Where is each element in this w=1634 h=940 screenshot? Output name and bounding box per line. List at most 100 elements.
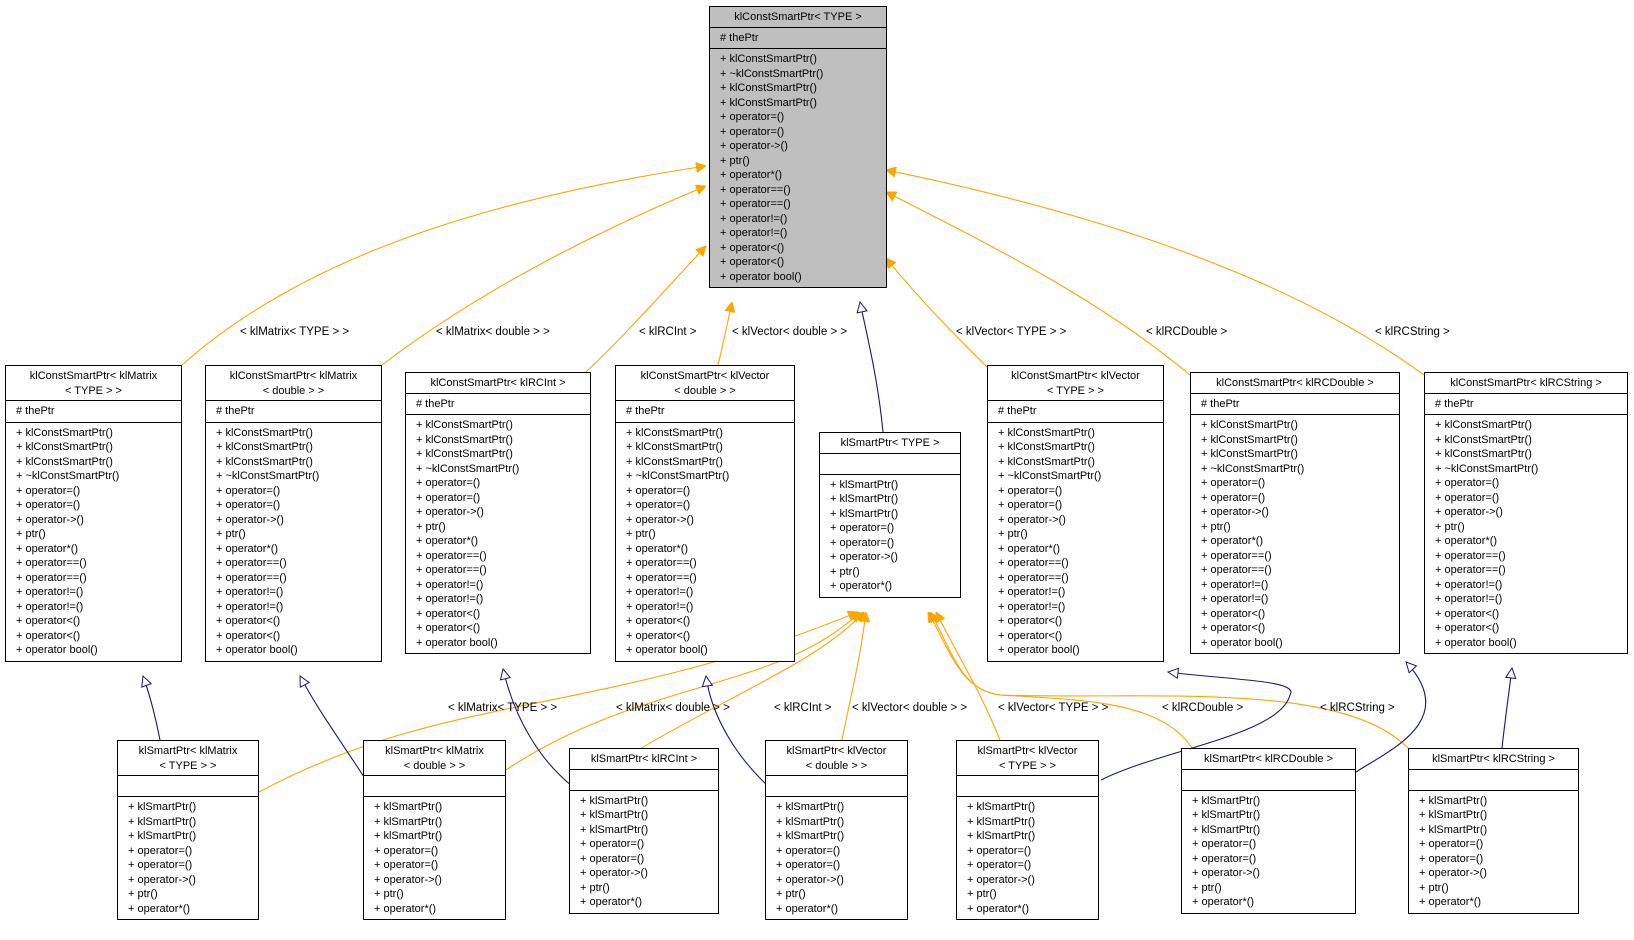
operation-item: + operator*() [998, 542, 1061, 555]
operation-item: + ptr() [16, 528, 46, 540]
operation-item: + klSmartPtr() [830, 478, 899, 491]
class-smart-rcstring: klSmartPtr< klRCString >+ klSmartPtr()+ … [1408, 748, 1579, 914]
operation-item: + operator*() [720, 169, 783, 181]
class-operations: + klConstSmartPtr()+ klConstSmartPtr()+ … [406, 415, 590, 653]
operation-item: + ptr() [128, 888, 158, 900]
edge-s-rcs [930, 612, 1409, 749]
operation-item: + operator bool() [416, 636, 498, 649]
operation-item: + klConstSmartPtr() [626, 426, 723, 439]
class-operations: + klConstSmartPtr()+ ~klConstSmartPtr()+… [710, 49, 886, 287]
operation-item: + klConstSmartPtr() [16, 455, 113, 468]
operation-item: + operator->() [1419, 867, 1487, 879]
operation-item: + klSmartPtr() [1192, 823, 1261, 836]
class-title-line: < TYPE > > [159, 759, 217, 772]
operation-item: + klConstSmartPtr() [720, 96, 817, 109]
operation-item: + operator!=() [416, 578, 484, 591]
operation-item: + operator*() [776, 902, 839, 915]
class-const-vector-type: klConstSmartPtr< klVector< TYPE > ># the… [987, 365, 1164, 662]
operation-item: + operator=() [1435, 477, 1500, 489]
class-operations: + klSmartPtr()+ klSmartPtr()+ klSmartPtr… [1182, 791, 1355, 913]
operation-item: + operator bool() [16, 644, 98, 656]
operation-item: + operator!=() [1201, 578, 1269, 591]
operation-item: + klConstSmartPtr() [16, 426, 113, 439]
operation-item: + ~klConstSmartPtr() [1435, 462, 1539, 475]
class-attributes: # thePtr [616, 401, 794, 423]
operation-item: + operator=() [216, 499, 281, 511]
operation-item: + klConstSmartPtr() [998, 441, 1095, 453]
class-title: klSmartPtr< klRCDouble > [1182, 749, 1355, 770]
class-title-line: klConstSmartPtr< klRCDouble > [1216, 377, 1374, 389]
class-title: klConstSmartPtr< TYPE > [710, 7, 886, 28]
operation-item: + operator<() [16, 615, 81, 627]
operation-item: + klConstSmartPtr() [216, 441, 313, 453]
class-smart-matrix-type: klSmartPtr< klMatrix< TYPE > >+ klSmartP… [117, 740, 259, 920]
operation-item: + operator<() [416, 622, 481, 634]
operation-item: + klSmartPtr() [128, 830, 197, 842]
operation-item: + klConstSmartPtr() [1201, 419, 1298, 431]
operation-item: + operator=() [1419, 838, 1484, 850]
operation-item: + operator=() [1201, 491, 1266, 504]
edge-root-rci [585, 246, 706, 373]
operation-item: + operator->() [776, 873, 844, 886]
class-attributes [118, 776, 258, 797]
class-title: klConstSmartPtr< klRCDouble > [1191, 373, 1399, 394]
operation-item: + operator=() [128, 844, 193, 857]
operation-item: + klSmartPtr() [1419, 809, 1488, 821]
operation-item: + ~klConstSmartPtr() [216, 470, 320, 482]
class-title-line: klConstSmartPtr< TYPE > [734, 11, 862, 23]
operation-item: + operator*() [830, 580, 893, 592]
operation-item: + operator<() [998, 615, 1063, 627]
edge-label-smart-matrix-type: < klMatrix< TYPE > > [448, 702, 558, 714]
operation-item: + operator*() [374, 902, 437, 915]
class-title-line: klSmartPtr< TYPE > [840, 437, 940, 449]
class-title-line: klConstSmartPtr< klRCString > [1450, 377, 1602, 389]
edge-root-rcd [886, 192, 1191, 376]
operation-item: + klConstSmartPtr() [1201, 448, 1298, 460]
operation-item: + ptr() [720, 154, 750, 167]
operation-item: + operator=() [967, 859, 1032, 871]
class-operations: + klSmartPtr()+ klSmartPtr()+ klSmartPtr… [957, 797, 1098, 919]
operation-item: + operator bool() [1435, 636, 1517, 649]
operation-item: + operator==() [626, 571, 697, 584]
class-operations: + klConstSmartPtr() + klConstSmartPtr() + … [988, 423, 1163, 661]
operation-item: + klSmartPtr() [374, 830, 443, 842]
operation-item: + operator<() [416, 607, 481, 620]
operation-item: + klSmartPtr() [580, 823, 649, 836]
operation-item: + operator=() [1192, 838, 1257, 850]
class-title-line: < double > > [262, 384, 325, 397]
attribute-item: # thePtr [720, 31, 759, 44]
operation-item: + ~klConstSmartPtr() [16, 470, 120, 482]
edge-label-root-rcint: < klRCInt > [639, 326, 697, 338]
edge-inherit-vec-t [1100, 672, 1292, 781]
class-title-line: klConstSmartPtr< klMatrix [29, 370, 158, 382]
operation-item: + klConstSmartPtr() [1435, 433, 1532, 446]
operation-item: + klSmartPtr() [967, 801, 1036, 813]
class-title: klSmartPtr< klMatrix< double > > [364, 741, 505, 776]
operation-item: + operator==() [720, 198, 791, 210]
operation-item: + operator bool() [1201, 636, 1283, 649]
operation-item: + operator=() [998, 484, 1063, 497]
operation-item: + klSmartPtr() [1419, 823, 1488, 836]
operation-item: + ptr() [626, 528, 656, 540]
operation-item: + operator==() [1435, 549, 1506, 562]
edge-label-root-vector-type: < klVector< TYPE > > [956, 326, 1067, 338]
attribute-item: # thePtr [16, 405, 55, 417]
operation-item: + ~klConstSmartPtr() [998, 470, 1102, 482]
edge-label-root-rcdouble: < klRCDouble > [1146, 326, 1228, 338]
class-title-line: klConstSmartPtr< klMatrix [229, 370, 358, 382]
class-const-rcdouble: klConstSmartPtr< klRCDouble ># thePtr+ k… [1190, 372, 1400, 654]
operation-item: + operator=() [16, 484, 81, 497]
edge-inherit-mat-d [300, 676, 367, 781]
operation-item: + operator bool() [216, 644, 298, 656]
operation-item: + klConstSmartPtr() [1435, 448, 1532, 460]
operation-item: + operator->() [830, 551, 898, 563]
operation-item: + operator*() [416, 535, 479, 547]
operation-item: + klConstSmartPtr() [1435, 419, 1532, 431]
operation-item: + klConstSmartPtr() [998, 426, 1095, 439]
edge-root-rcs [886, 170, 1425, 376]
class-smart-vector-double: klSmartPtr< klVector< double > >+ klSmar… [765, 740, 908, 920]
operation-item: + operator*() [1419, 896, 1482, 908]
class-const-matrix-double: klConstSmartPtr< klMatrix< double > ># t… [205, 365, 382, 662]
operation-item: + operator<() [216, 629, 281, 642]
operation-item: + operator->() [967, 873, 1035, 886]
